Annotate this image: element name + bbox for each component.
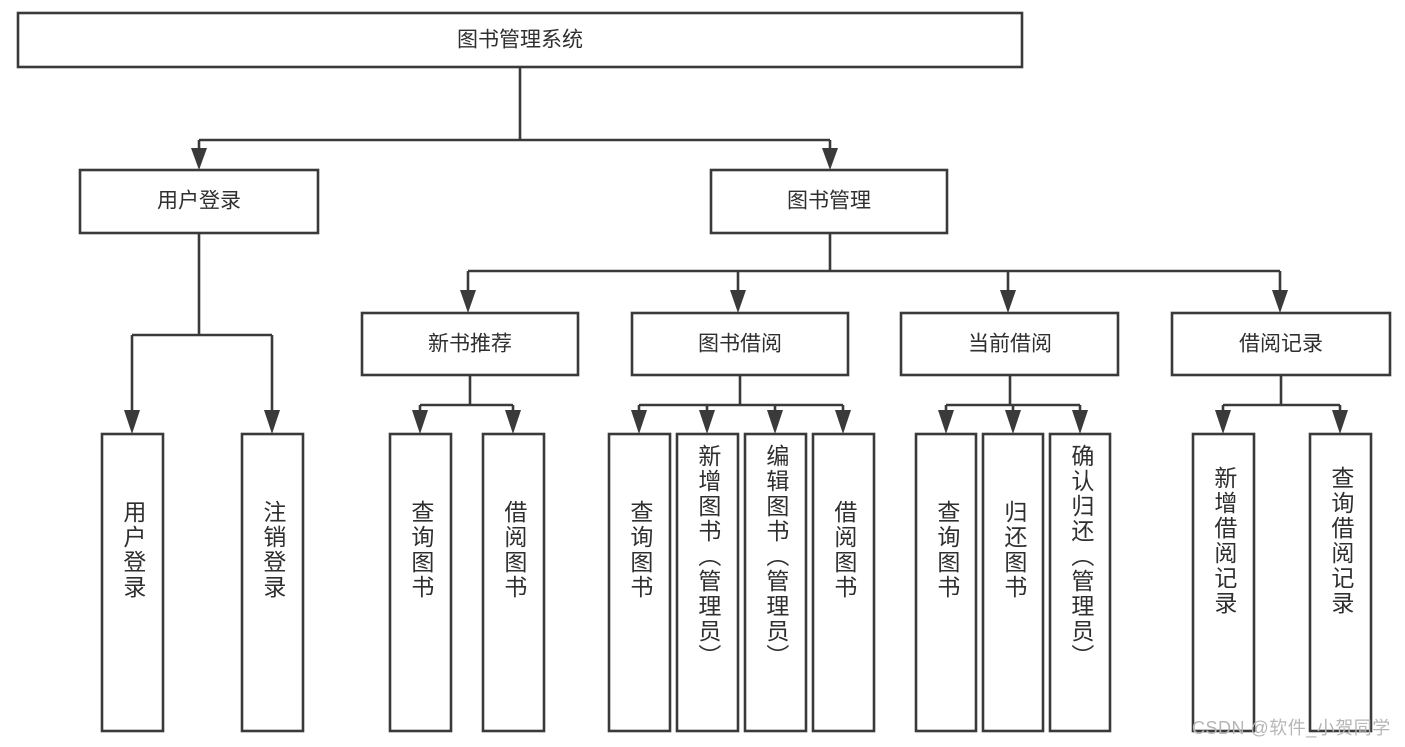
leaf-box-current-borrow-2[interactable]	[981, 432, 1045, 733]
connector-group-borrowbook-leaves	[631, 375, 851, 434]
node-label-user-login: 用户登录	[157, 190, 241, 213]
leaf-box-current-borrow-3[interactable]	[1048, 432, 1112, 733]
leaf-box-book-borrow-1[interactable]	[607, 432, 672, 733]
node-box-root[interactable]	[16, 11, 1024, 69]
node-box-borrow-record[interactable]	[1170, 311, 1392, 377]
arrow-icon-userlogin	[191, 148, 207, 170]
arrow-icon-leaf-borrowbook-3	[767, 410, 783, 434]
node-label-borrow-record: 借阅记录	[1239, 333, 1323, 356]
connector-group-newbook-leaves	[412, 375, 521, 434]
leaf-box-user-login-1[interactable]	[100, 432, 165, 733]
arrow-icon-leaf-newbook-1	[412, 410, 428, 434]
node-box-current-borrow[interactable]	[899, 311, 1120, 377]
node-box-book-management[interactable]	[709, 168, 949, 235]
arrow-icon-leaf-borrowrecord-2	[1332, 410, 1348, 434]
connector-group-userlogin	[124, 233, 280, 434]
arrow-icon-leaf-user-1	[124, 410, 140, 434]
node-label-root: 图书管理系统	[457, 29, 583, 52]
arrow-icon-leaf-newbook-2	[505, 410, 521, 434]
arrow-icon-leaf-currentborrow-3	[1072, 410, 1088, 434]
arrow-icon-bookmgmt	[822, 148, 838, 170]
arrow-icon-newbook	[460, 290, 476, 313]
arrow-icon-leaf-currentborrow-1	[938, 410, 954, 434]
arrow-icon-borrowrecord	[1272, 290, 1288, 313]
arrow-icon-leaf-borrowbook-1	[631, 410, 647, 434]
connector-group-borrowrecord-leaves	[1215, 375, 1348, 434]
node-label-current-borrow: 当前借阅	[968, 333, 1052, 356]
leaf-box-borrow-record-2[interactable]	[1308, 432, 1373, 733]
leaf-box-book-borrow-2[interactable]	[675, 432, 740, 733]
leaf-box-new-book-1[interactable]	[388, 432, 453, 733]
arrow-icon-leaf-user-2	[264, 410, 280, 434]
connector-group-currentborrow-leaves	[938, 375, 1088, 434]
leaf-box-book-borrow-4[interactable]	[811, 432, 876, 733]
leaf-box-user-login-2[interactable]	[240, 432, 305, 733]
leaf-box-new-book-2[interactable]	[481, 432, 546, 733]
watermark-text: CSDN @软件_小贺同学	[1192, 718, 1391, 738]
leaf-box-book-borrow-3[interactable]	[743, 432, 808, 733]
arrow-icon-leaf-borrowbook-4	[835, 410, 851, 434]
node-box-book-borrow[interactable]	[630, 311, 850, 377]
node-box-new-book-recommend[interactable]	[360, 311, 580, 377]
node-label-book-management: 图书管理	[787, 190, 871, 213]
connector-group-root	[191, 67, 838, 170]
arrow-icon-leaf-borrowrecord-1	[1215, 410, 1231, 434]
node-label-book-borrow: 图书借阅	[698, 333, 782, 356]
arrow-icon-leaf-currentborrow-2	[1005, 410, 1021, 434]
connector-group-bookmgmt	[460, 233, 1288, 313]
arrow-icon-leaf-borrowbook-2	[699, 410, 715, 434]
arrow-icon-currentborrow	[1000, 290, 1016, 313]
node-box-user-login[interactable]	[78, 168, 320, 235]
arrow-icon-borrowbook	[730, 290, 746, 313]
leaf-box-borrow-record-1[interactable]	[1191, 432, 1256, 733]
node-label-new-book-recommend: 新书推荐	[428, 333, 512, 356]
leaf-box-current-borrow-1[interactable]	[914, 432, 978, 733]
